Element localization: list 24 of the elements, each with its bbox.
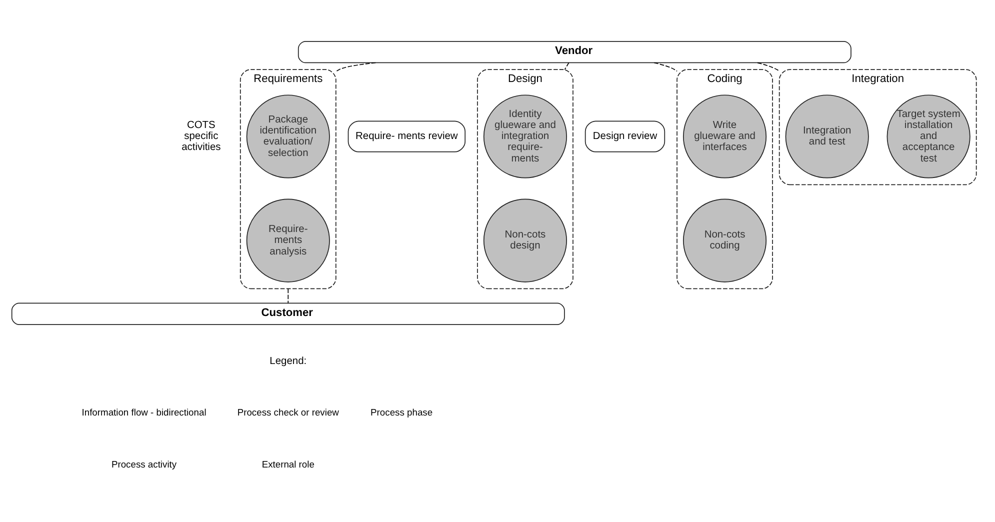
node-circle: Integration and test [785,94,869,178]
node-box: Customer [11,302,565,325]
connector [335,62,376,72]
legend-label: Information flow - bidirectional [82,408,206,418]
connector [564,62,570,70]
legend-label: External role [262,460,314,470]
node-circle: Write glueware and interfaces [682,94,767,178]
node-circle: Identity glueware and integration require- ments [483,94,567,178]
connector [757,62,780,72]
legend-label: Process activity [111,460,177,470]
node-circle: Package identification evaluation/ selection [246,94,330,178]
node-box: Design review [584,120,666,152]
legend-label: Process phase [370,408,433,418]
label: COTS specific activities [182,120,221,154]
legend-label: Process check or review [237,408,339,418]
node-circle: Non-cots design [483,198,567,282]
connector [654,62,678,72]
connector [288,288,289,304]
node-circle: Target system installation and acceptance test [886,94,970,178]
node-box: Require- ments review [348,120,466,152]
label: Legend: [270,356,307,367]
node-circle: Require- ments analysis [246,198,330,282]
node-circle: Non-cots coding [682,198,767,282]
node-box: Vendor [298,40,852,64]
